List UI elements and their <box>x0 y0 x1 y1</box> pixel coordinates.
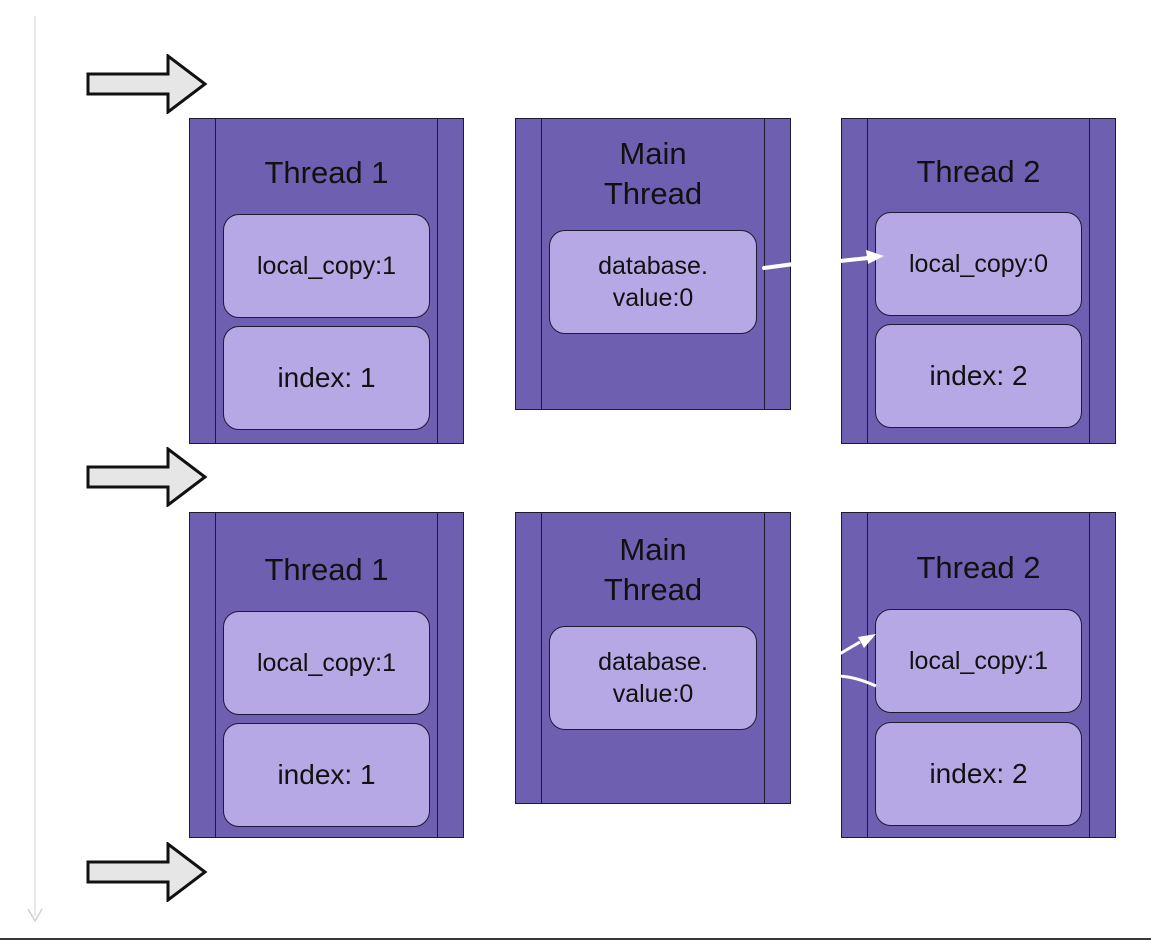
index-label: index: 1 <box>277 759 376 790</box>
step-arrow-icon <box>86 447 208 507</box>
timeline-down-arrow-icon <box>27 908 43 922</box>
thread-title: Main Thread <box>542 134 764 214</box>
local-copy-label: local_copy:0 <box>909 250 1048 278</box>
lane-divider-left <box>190 513 216 837</box>
thread-1-panel: Thread 1 local_copy:1 index: 1 <box>189 118 464 444</box>
thread-title-line: Main <box>619 136 687 171</box>
thread-title: Main Thread <box>542 530 764 610</box>
thread-title-line: Thread <box>603 176 703 211</box>
index-box: index: 2 <box>875 722 1082 826</box>
local-copy-box: local_copy:1 <box>875 609 1082 713</box>
main-thread-panel: Main Thread database. value:0 <box>515 118 791 410</box>
thread-title: Thread 1 <box>264 155 389 190</box>
local-copy-box: local_copy:1 <box>223 611 430 715</box>
index-label: index: 2 <box>929 360 1028 391</box>
bottom-divider <box>0 938 1151 940</box>
lane-divider-left <box>516 513 542 803</box>
lane-divider-right <box>437 119 463 443</box>
lane-divider-right <box>764 513 790 803</box>
index-box: index: 1 <box>223 723 430 827</box>
lane-divider-right <box>1089 513 1115 837</box>
lane-divider-left <box>516 119 542 409</box>
lane-divider-left <box>190 119 216 443</box>
thread-title: Thread 2 <box>916 154 1041 189</box>
thread-1-panel: Thread 1 local_copy:1 index: 1 <box>189 512 464 838</box>
local-copy-box: local_copy:0 <box>875 212 1082 316</box>
step-arrow-icon <box>86 54 208 114</box>
database-value-line: database. <box>598 252 708 280</box>
lane-divider-left <box>842 119 868 443</box>
lane-divider-right <box>1089 119 1115 443</box>
lane-divider-right <box>764 119 790 409</box>
local-copy-box: local_copy:1 <box>223 214 430 318</box>
thread-title-line: Thread <box>603 572 703 607</box>
step-arrow-icon <box>86 842 208 902</box>
lane-divider-right <box>437 513 463 837</box>
index-box: index: 2 <box>875 324 1082 428</box>
thread-2-panel: Thread 2 local_copy:0 index: 2 <box>841 118 1116 444</box>
main-thread-panel: Main Thread database. value:0 <box>515 512 791 804</box>
thread-2-panel: Thread 2 local_copy:1 index: 2 <box>841 512 1116 838</box>
database-value-box: database. value:0 <box>549 230 757 334</box>
thread-title: Thread 2 <box>916 550 1041 585</box>
index-box: index: 1 <box>223 326 430 430</box>
thread-title-line: Main <box>619 532 687 567</box>
local-copy-label: local_copy:1 <box>909 647 1048 675</box>
database-value-box: database. value:0 <box>549 626 757 730</box>
database-value-line: value:0 <box>612 680 694 708</box>
lane-divider-left <box>842 513 868 837</box>
timeline-line <box>34 16 36 916</box>
database-value-line: value:0 <box>612 284 694 312</box>
index-label: index: 2 <box>929 758 1028 789</box>
local-copy-label: local_copy:1 <box>257 252 396 280</box>
thread-title: Thread 1 <box>264 552 389 587</box>
database-value-line: database. <box>598 648 708 676</box>
index-label: index: 1 <box>277 362 376 393</box>
local-copy-label: local_copy:1 <box>257 649 396 677</box>
